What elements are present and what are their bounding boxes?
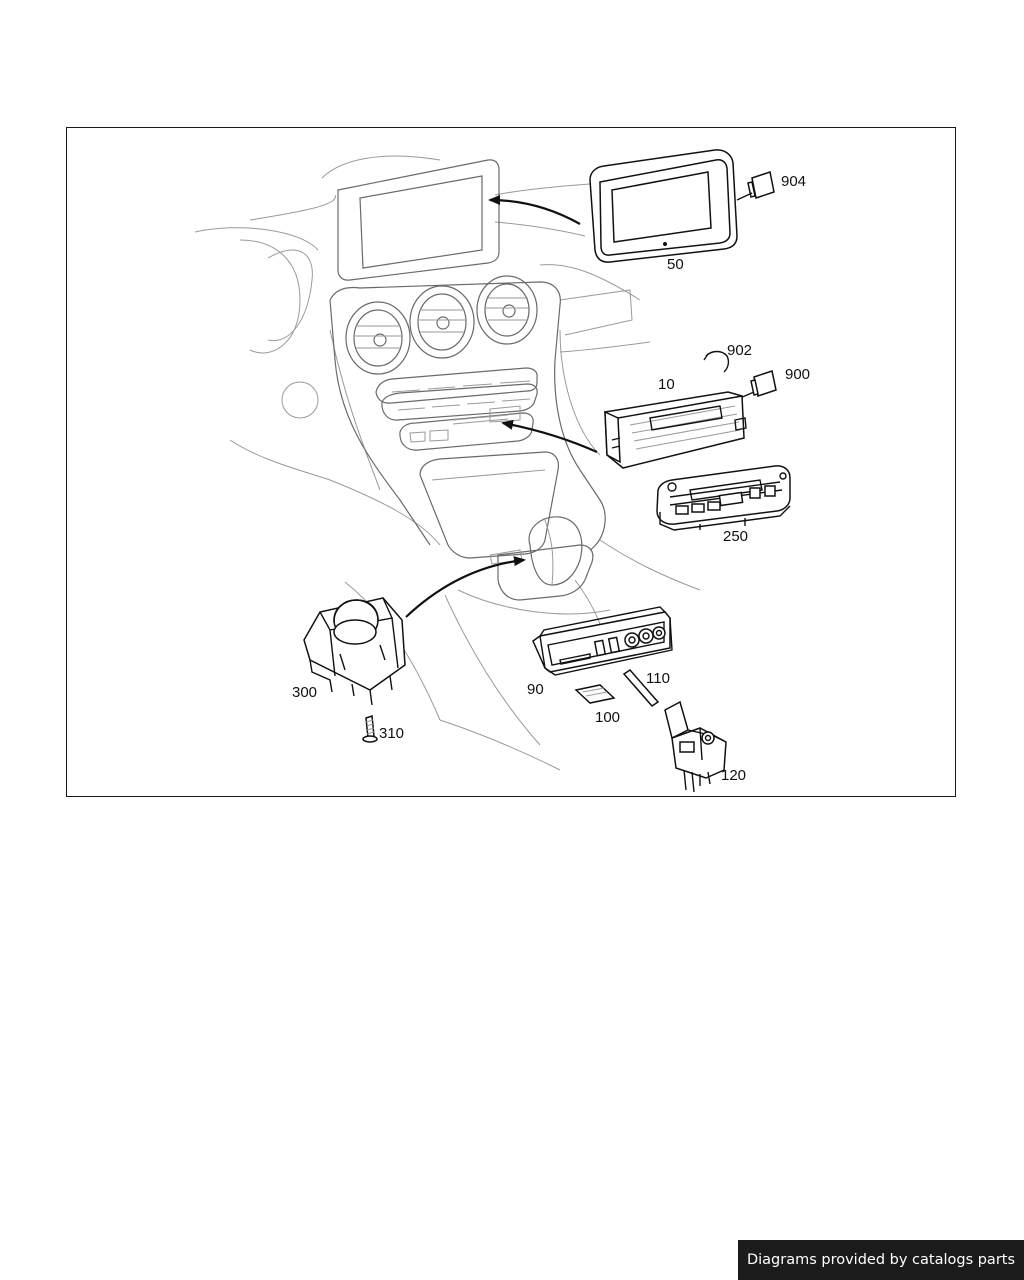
part-10-head-unit	[604, 391, 747, 469]
part-902-cable	[703, 350, 730, 373]
part-900-connector	[739, 370, 777, 399]
label-904: 904	[781, 173, 806, 190]
assembly-arrows	[405, 195, 598, 618]
label-900: 900	[785, 366, 810, 383]
part-904-connector	[736, 171, 775, 201]
label-50: 50	[667, 256, 684, 273]
label-902: 902	[727, 342, 752, 359]
part-100-pad	[574, 684, 616, 704]
callout-labels: 904 50 902 900 10 250 300 310 90 110 100…	[292, 173, 810, 784]
label-100: 100	[595, 709, 620, 726]
label-120: 120	[721, 767, 746, 784]
part-300-controller	[303, 597, 406, 706]
part-50-display	[589, 149, 738, 263]
label-10: 10	[658, 376, 675, 393]
credit-footer: Diagrams provided by catalogs parts	[738, 1240, 1024, 1280]
part-90-switch-panel	[532, 606, 673, 676]
dashboard-outline	[194, 155, 701, 771]
diagram-frame	[66, 127, 956, 797]
part-250-control-panel	[656, 465, 791, 531]
part-110-strip	[622, 669, 660, 707]
label-110: 110	[646, 670, 670, 687]
label-90: 90	[527, 681, 544, 698]
label-300: 300	[292, 684, 317, 701]
part-310-screw	[362, 714, 378, 743]
part-120-switch-module	[664, 700, 727, 793]
label-250: 250	[723, 528, 748, 545]
label-310: 310	[379, 725, 404, 742]
